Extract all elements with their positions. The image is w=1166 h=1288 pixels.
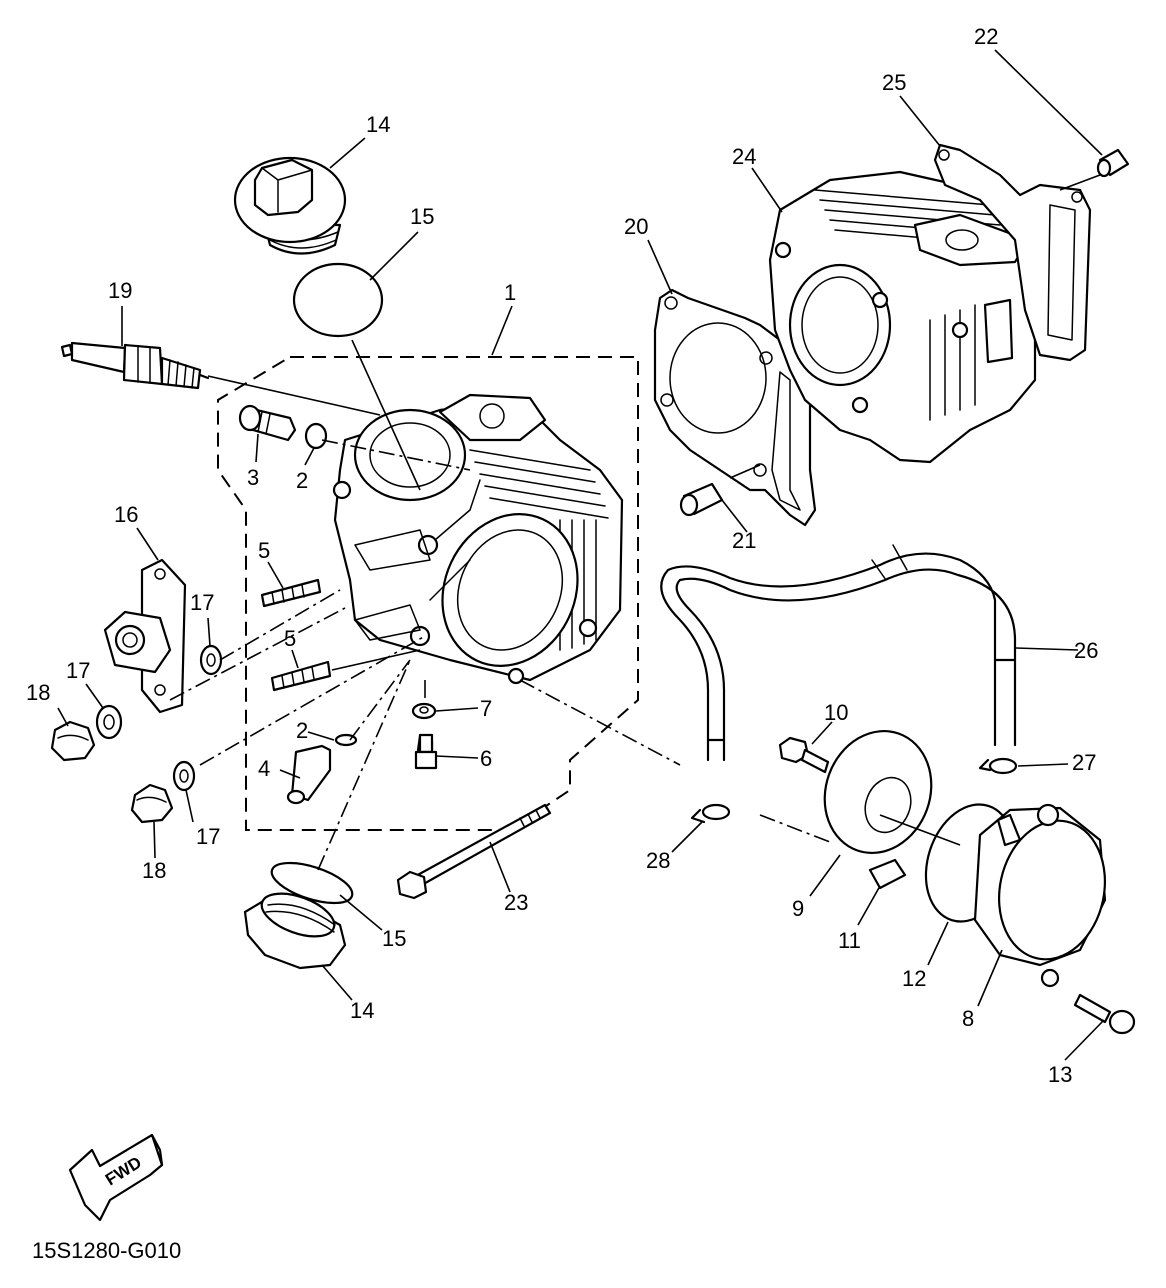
callout-numbers: 14 15 1 19 3 2 16 5 17 5 17 18 2 4 7 6 1… — [26, 24, 1098, 1087]
piece-11 — [868, 858, 907, 890]
washer-7 — [411, 702, 437, 720]
callout-17-c: 17 — [196, 824, 220, 849]
callout-12: 12 — [902, 966, 926, 991]
callout-28: 28 — [646, 848, 670, 873]
callout-17-b: 17 — [66, 658, 90, 683]
stud-5-a — [260, 578, 322, 608]
o-ring-top — [292, 262, 384, 338]
plate-9 — [823, 729, 933, 855]
callout-27: 27 — [1072, 750, 1096, 775]
fwd-arrow: FWD — [68, 1133, 164, 1222]
gasket-25 — [933, 143, 1092, 362]
assembly-outline — [217, 356, 639, 831]
bolt-13 — [1073, 993, 1136, 1035]
callout-18-b: 18 — [142, 858, 166, 883]
callout-5-top: 5 — [258, 538, 270, 563]
gasket-20 — [653, 288, 817, 527]
assembly-lines — [169, 174, 1101, 871]
callout-17-a: 17 — [190, 590, 214, 615]
washer-17-b — [95, 704, 123, 740]
callout-11: 11 — [838, 928, 861, 953]
callout-25: 25 — [882, 70, 906, 95]
callout-13: 13 — [1048, 1062, 1072, 1087]
washer-17-a — [199, 644, 223, 676]
callout-6: 6 — [480, 746, 492, 771]
nut-18-b — [130, 783, 174, 824]
clip-27 — [978, 757, 1018, 775]
bolt-10 — [778, 736, 830, 774]
dowel-21 — [679, 482, 724, 517]
bracket-16 — [103, 558, 187, 714]
callout-18-a: 18 — [26, 680, 50, 705]
cap-top — [233, 156, 347, 255]
callout-22: 22 — [974, 24, 998, 49]
washer-17-c — [172, 760, 196, 792]
callout-9: 9 — [792, 896, 804, 921]
callout-14-bottom: 14 — [350, 998, 374, 1023]
callout-21: 21 — [732, 528, 756, 553]
callout-4: 4 — [258, 756, 270, 781]
callout-2-top: 2 — [296, 468, 308, 493]
cylinder — [768, 170, 1037, 464]
spark-plug — [60, 341, 210, 390]
bolt-23 — [396, 803, 552, 900]
cylinder-head — [332, 393, 624, 685]
cap-bottom — [243, 892, 347, 970]
diagram-code: 15S1280-G010 — [32, 1238, 181, 1263]
callout-16: 16 — [114, 502, 138, 527]
callout-20: 20 — [624, 214, 648, 239]
o-ring-2-top — [304, 422, 328, 450]
dowel-22 — [1096, 148, 1130, 178]
housing-8 — [973, 803, 1107, 988]
bolt-6 — [414, 733, 438, 770]
callout-1: 1 — [504, 280, 516, 305]
pipe-26 — [660, 552, 997, 762]
callout-23: 23 — [504, 890, 528, 915]
clip-28 — [690, 803, 731, 824]
fitting-3 — [238, 404, 297, 442]
callout-19: 19 — [108, 278, 132, 303]
callout-15-top: 15 — [410, 204, 434, 229]
nut-18-a — [50, 720, 96, 762]
callout-26: 26 — [1074, 638, 1098, 663]
callout-24: 24 — [732, 144, 756, 169]
callout-leaders — [57, 49, 1105, 1061]
callout-15-bottom: 15 — [382, 926, 406, 951]
callout-8: 8 — [962, 1006, 974, 1031]
callout-2-lower: 2 — [296, 718, 308, 743]
callout-7: 7 — [480, 696, 492, 721]
callout-10: 10 — [824, 700, 848, 725]
stud-5-b — [270, 660, 332, 692]
callout-3: 3 — [247, 465, 259, 490]
callout-5-lower: 5 — [284, 626, 296, 651]
fitting-4 — [286, 744, 332, 805]
callout-14-top: 14 — [366, 112, 390, 137]
